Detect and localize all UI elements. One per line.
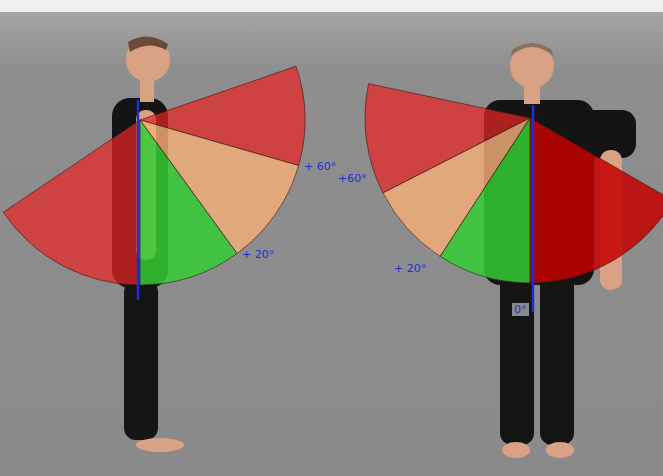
flexion-green-zone <box>140 120 237 285</box>
angle-label: + 20° <box>240 248 276 261</box>
top-band <box>0 0 663 12</box>
angle-label: +60° <box>336 172 369 185</box>
angle-label: + 20° <box>392 262 428 275</box>
extension-zone <box>3 120 140 285</box>
abduction-green-zone <box>440 118 530 283</box>
vertical-reference-line <box>137 100 140 300</box>
angle-label: + 60° <box>302 160 338 173</box>
motion-wedges <box>3 66 663 285</box>
vertical-reference-line <box>532 105 535 312</box>
adduction-zone <box>530 118 663 283</box>
reference-lines <box>138 100 533 312</box>
angle-label: 0° <box>512 303 529 316</box>
